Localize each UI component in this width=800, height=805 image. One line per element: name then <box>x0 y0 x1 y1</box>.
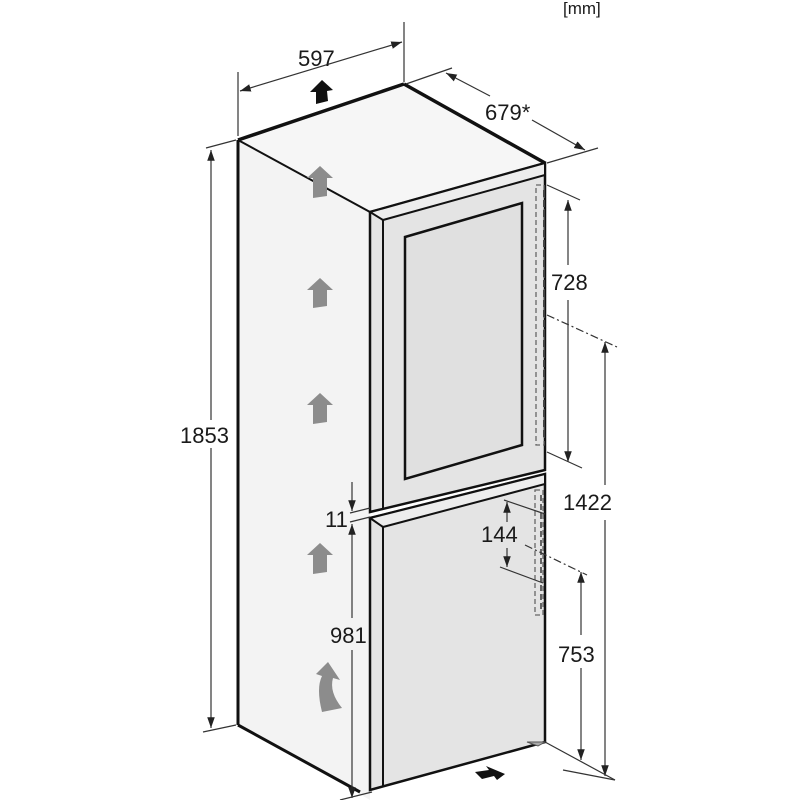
upper-door-dimension-label: 728 <box>551 270 588 295</box>
airflow-arrow-icon <box>307 166 333 198</box>
height-dimension-label: 1853 <box>180 423 229 448</box>
door-window <box>403 201 524 481</box>
vent-outlet-arrow-icon <box>310 80 333 104</box>
hinge-height-dimension-label: 1422 <box>563 490 612 515</box>
unit-label: [mm] <box>563 0 601 18</box>
curved-airflow-arrow-icon <box>316 662 342 712</box>
airflow-arrows <box>307 166 342 712</box>
lower-door-dimension-label: 981 <box>330 623 367 648</box>
fridge-side-panel <box>236 140 370 800</box>
lower-handle-dimension-label: 753 <box>558 642 595 667</box>
vent-inlet-arrow-icon <box>475 766 505 780</box>
airflow-arrow-icon <box>307 543 333 574</box>
gap-dimension-label: 11 <box>325 507 348 532</box>
width-dimension-label: 597 <box>298 46 335 71</box>
lower-door <box>367 472 547 792</box>
handle-dimension-label: 144 <box>481 522 518 547</box>
dimension-lines <box>202 22 618 801</box>
depth-dimension-label: 679* <box>485 100 531 125</box>
lower-handle-outline <box>534 489 544 616</box>
airflow-arrow-icon <box>307 393 333 424</box>
upper-door <box>367 161 547 514</box>
airflow-arrow-icon <box>307 278 333 308</box>
